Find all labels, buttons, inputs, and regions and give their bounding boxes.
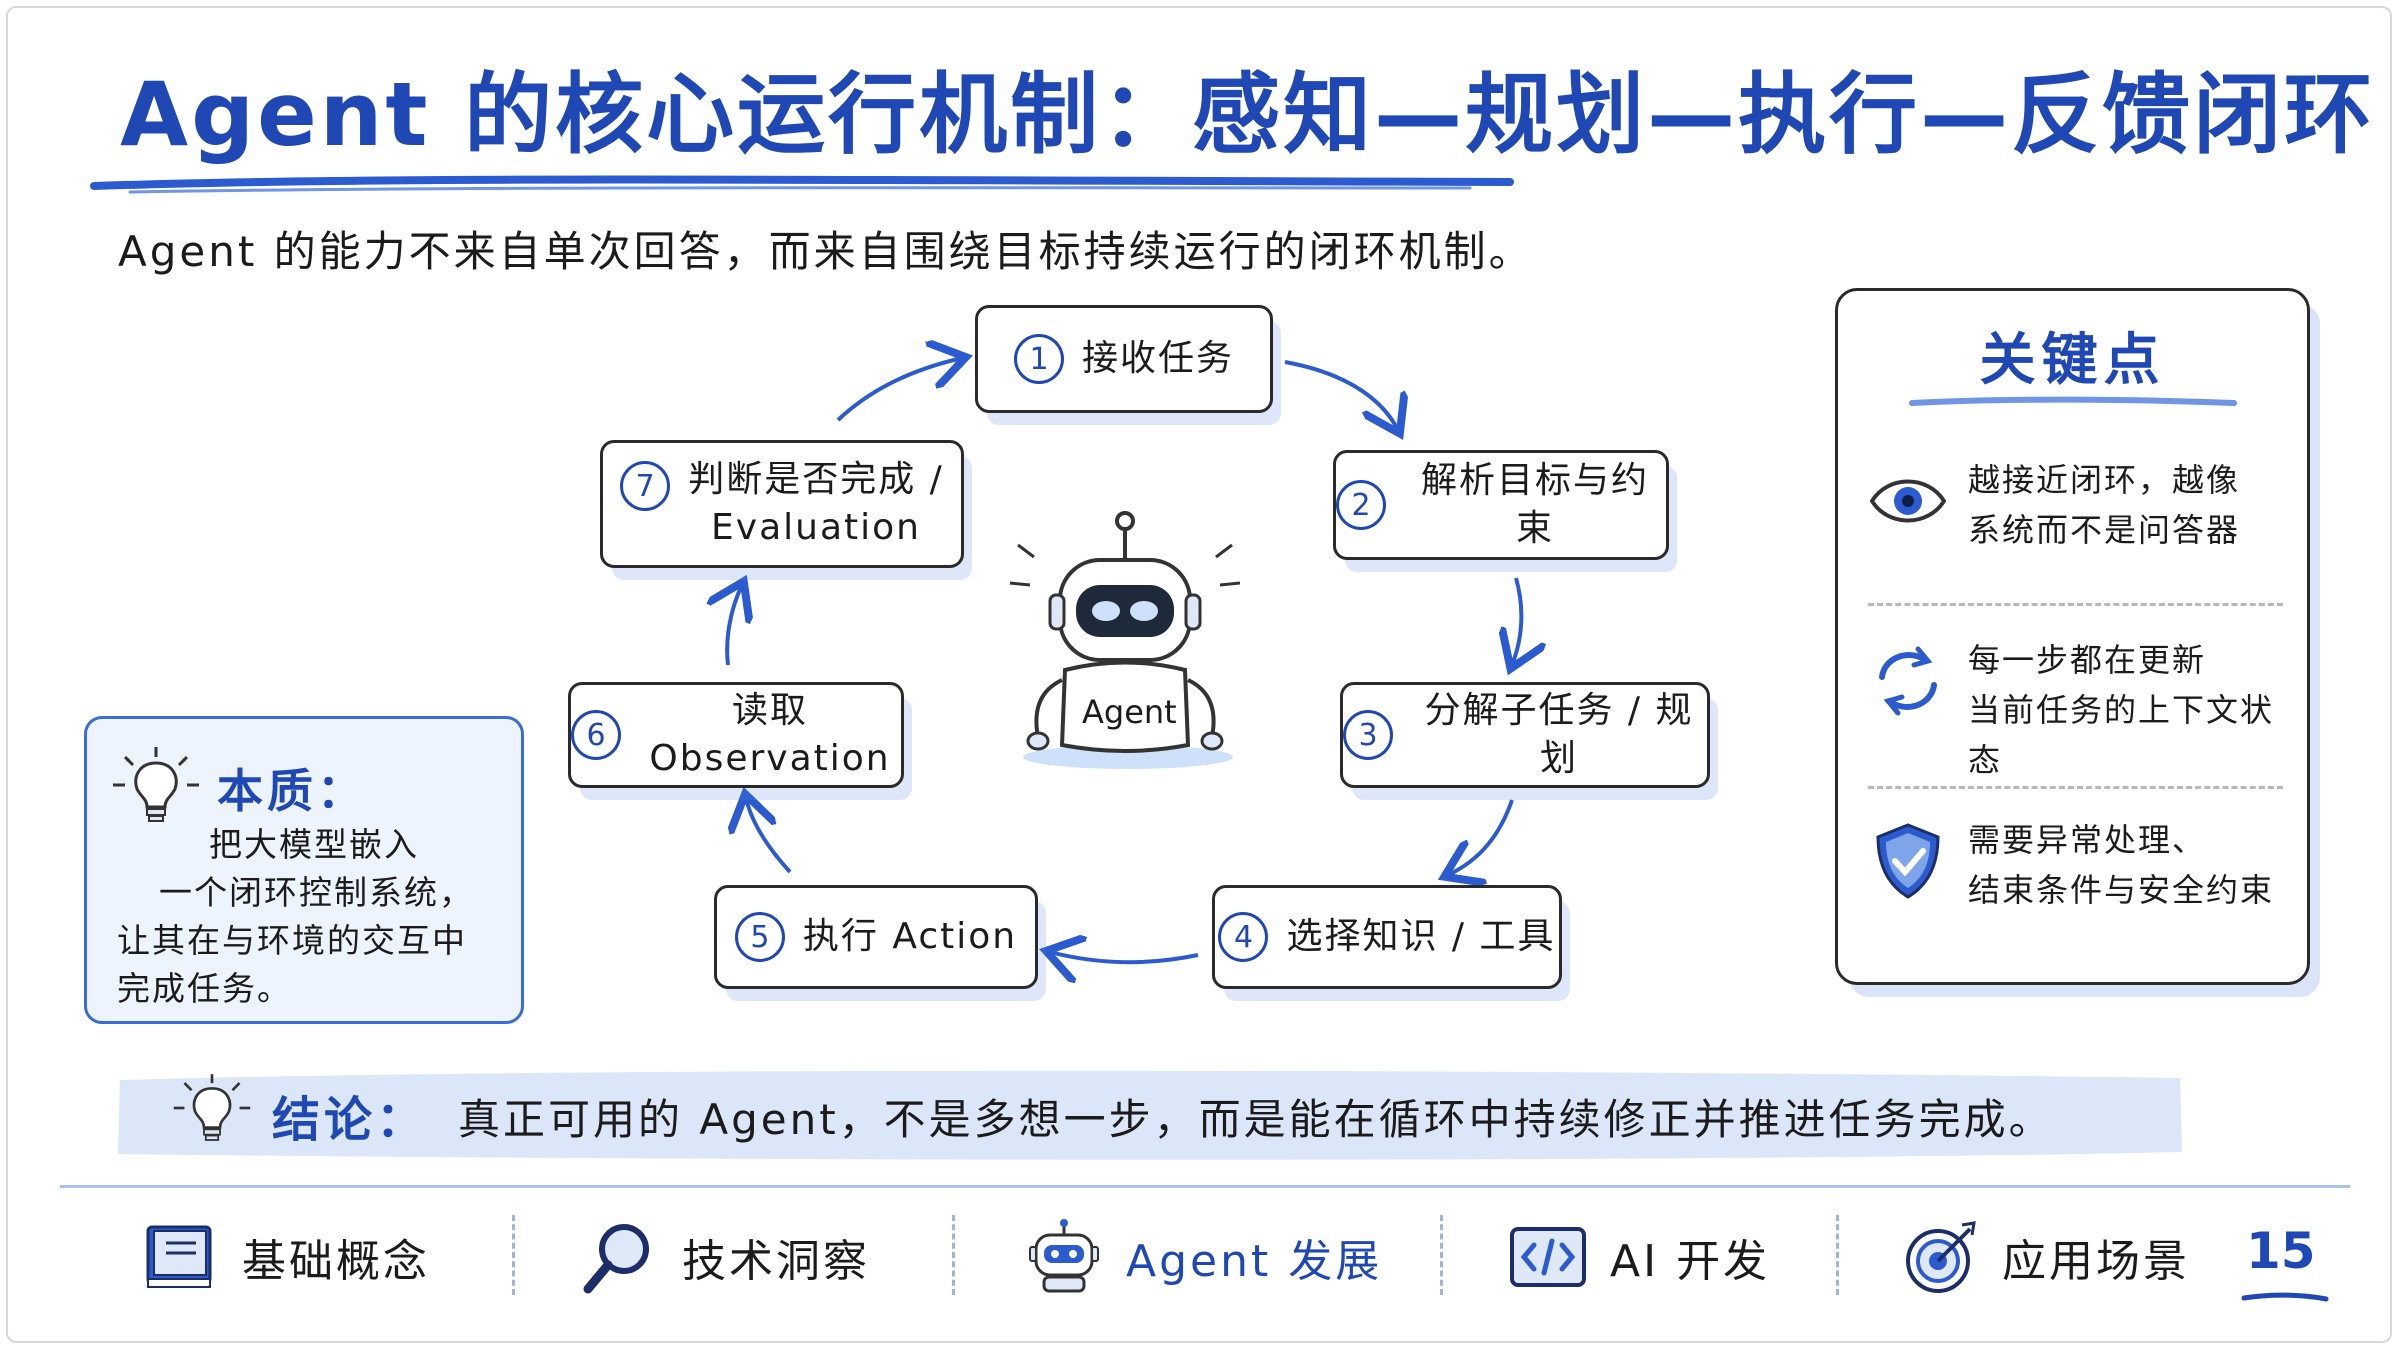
step-number-badge: 3 [1343,710,1393,760]
arrow-5-to-6 [746,798,792,874]
arrow-6-to-7 [727,585,742,666]
footer-divider [60,1185,2350,1188]
key-point-item: 越接近闭环，越像 系统而不是问答器 [1868,451,2288,601]
key-point-item: 需要异常处理、 结束条件与安全约束 [1868,811,2288,961]
key-point-line: 系统而不是问答器 [1968,511,2241,549]
lightbulb-icon [173,1074,251,1141]
key-point-line: 当前任务的上下文状态 [1968,691,2275,779]
target-icon [1906,1221,1976,1293]
essence-title: 本质： [217,764,367,818]
nav-item-basics[interactable]: 基础概念 [140,1212,430,1302]
step-label: 解析目标与约束 [1420,460,1649,549]
essence-line: 一个闭环控制系统， [159,873,474,912]
essence-line: 把大模型嵌入 [209,825,419,864]
step-number-badge: 4 [1218,912,1269,962]
book-icon [146,1225,212,1288]
key-points-underline [1909,396,2237,406]
step-4-node: 4 选择知识 / 工具 [1212,885,1562,989]
step-label: 读取 Observation [649,690,891,779]
arrow-4-to-5 [1050,952,1199,962]
essence-box: 本质： 把大模型嵌入 一个闭环控制系统， 让其在与环境的交互中 完成任务。 [84,716,524,1024]
step-2-node: 2 解析目标与约束 [1333,450,1669,560]
step-number-badge: 1 [1013,334,1064,384]
step-label: 判断是否完成 / [688,459,944,500]
step-3-node: 3 分解子任务 / 规划 [1340,682,1710,788]
robot-label: Agent [1082,693,1177,731]
nav-separator [1836,1215,1839,1295]
step-number-badge: 2 [1336,480,1386,530]
conclusion-label: 结论： [272,1092,429,1148]
essence-line: 让其在与环境的交互中 [117,921,467,960]
step-label-group: 判断是否完成 / Evaluation [688,456,944,552]
key-point-text: 需要异常处理、 结束条件与安全约束 [1968,815,2298,915]
key-point-item: 每一步都在更新 当前任务的上下文状态 [1868,631,2288,781]
divider [1868,603,2283,606]
step-number-badge: 6 [571,710,621,760]
arrow-7-to-1 [836,358,962,422]
nav-separator [512,1215,515,1295]
key-points-title: 关键点 [1979,328,2166,393]
step-1-node: 1 接收任务 [975,305,1273,413]
key-point-line: 越接近闭环，越像 [1968,461,2241,499]
title-underline [90,175,1514,194]
step-number-badge: 7 [620,461,671,511]
key-point-line: 需要异常处理、 [1968,821,2207,859]
key-point-line: 每一步都在更新 [1968,641,2207,679]
divider [1868,786,2283,789]
nav-item-application-scenarios[interactable]: 应用场景 [1900,1212,2190,1302]
nav-separator [952,1215,955,1295]
page-subtitle: Agent 的能力不来自单次回答，而来自围绕目标持续运行的闭环机制。 [118,227,1534,276]
nav-item-agent-development[interactable]: Agent 发展 [1024,1212,1382,1302]
slide-frame [6,6,2392,1343]
page-title: Agent 的核心运行机制：感知—规划—执行—反馈闭环 [120,63,2376,166]
key-point-text: 每一步都在更新 当前任务的上下文状态 [1968,635,2298,785]
nav-label: Agent 发展 [1126,1236,1383,1287]
step-label: 选择知识 / 工具 [1286,916,1556,957]
nav-label: 应用场景 [2002,1236,2190,1287]
shield-check-icon [1876,823,1940,899]
page-number-underline [2241,1292,2329,1302]
essence-line: 完成任务。 [117,969,292,1008]
nav-label: AI 开发 [1610,1236,1771,1287]
key-point-line: 结束条件与安全约束 [1968,871,2275,909]
nav-item-ai-dev[interactable]: AI 开发 [1508,1212,1770,1302]
key-points-panel: 关键点 越接近闭环，越像 系统而不是问答器 每一步都在更新 当前任务的上下文状态 [1835,288,2310,985]
page-number: 15 [2246,1222,2316,1280]
refresh-icon [1879,646,1937,716]
eye-icon [1869,479,1947,523]
nav-label: 技术洞察 [682,1236,870,1287]
step-label: 接收任务 [1081,338,1234,379]
magnifier-icon [583,1224,649,1294]
step-5-node: 5 执行 Action [714,885,1038,989]
step-label-sub: Evaluation [711,507,921,548]
key-point-text: 越接近闭环，越像 系统而不是问答器 [1968,455,2298,555]
step-6-node: 6 读取 Observation [568,682,904,788]
essence-body: 把大模型嵌入 一个闭环控制系统， 让其在与环境的交互中 完成任务。 [117,821,507,1013]
step-label: 执行 Action [802,916,1018,957]
arrow-2-to-3 [1512,577,1521,665]
step-label: 分解子任务 / 规划 [1424,690,1694,779]
arrow-1-to-2 [1284,360,1398,430]
nav-separator [1440,1215,1443,1295]
step-7-node: 7 判断是否完成 / Evaluation [600,440,964,568]
arrow-3-to-4 [1448,799,1514,875]
conclusion-highlight [118,1070,2182,1160]
step-number-badge: 5 [734,912,785,962]
code-icon [1510,1227,1586,1287]
robot-icon [1010,511,1240,769]
lightbulb-icon [113,747,199,822]
nav-label: 基础概念 [242,1236,430,1287]
conclusion-text: 真正可用的 Agent，不是多想一步，而是能在循环中持续修正并推进任务完成。 [458,1095,2054,1144]
nav-item-tech-insight[interactable]: 技术洞察 [580,1212,870,1302]
robot-icon [1029,1219,1099,1293]
